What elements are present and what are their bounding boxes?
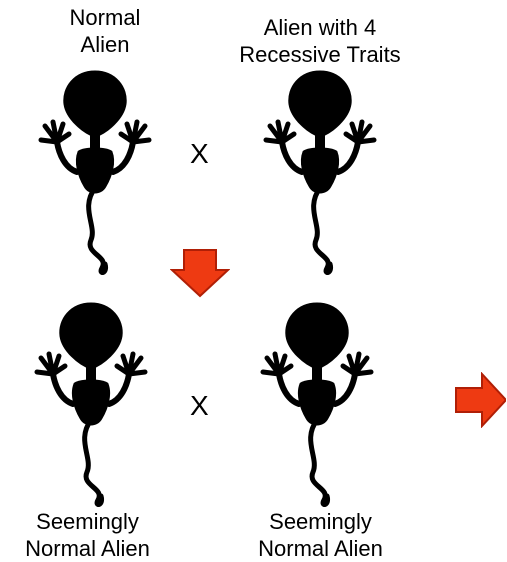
label-child-left: Seemingly Normal Alien [0, 508, 175, 562]
label-normal-alien: Normal Alien [30, 4, 180, 58]
down-arrow-icon [170, 248, 230, 298]
cross-symbol-bottom: X [190, 392, 209, 420]
label-recessive-alien: Alien with 4 Recessive Traits [220, 14, 420, 68]
child-alien-right-figure-icon [242, 300, 392, 510]
label-child-right: Seemingly Normal Alien [233, 508, 408, 562]
cross-symbol-top: X [190, 140, 209, 168]
child-alien-left-figure-icon [16, 300, 166, 510]
right-arrow-icon [454, 372, 506, 428]
recessive-alien-figure-icon [245, 68, 395, 278]
normal-alien-figure-icon [20, 68, 170, 278]
